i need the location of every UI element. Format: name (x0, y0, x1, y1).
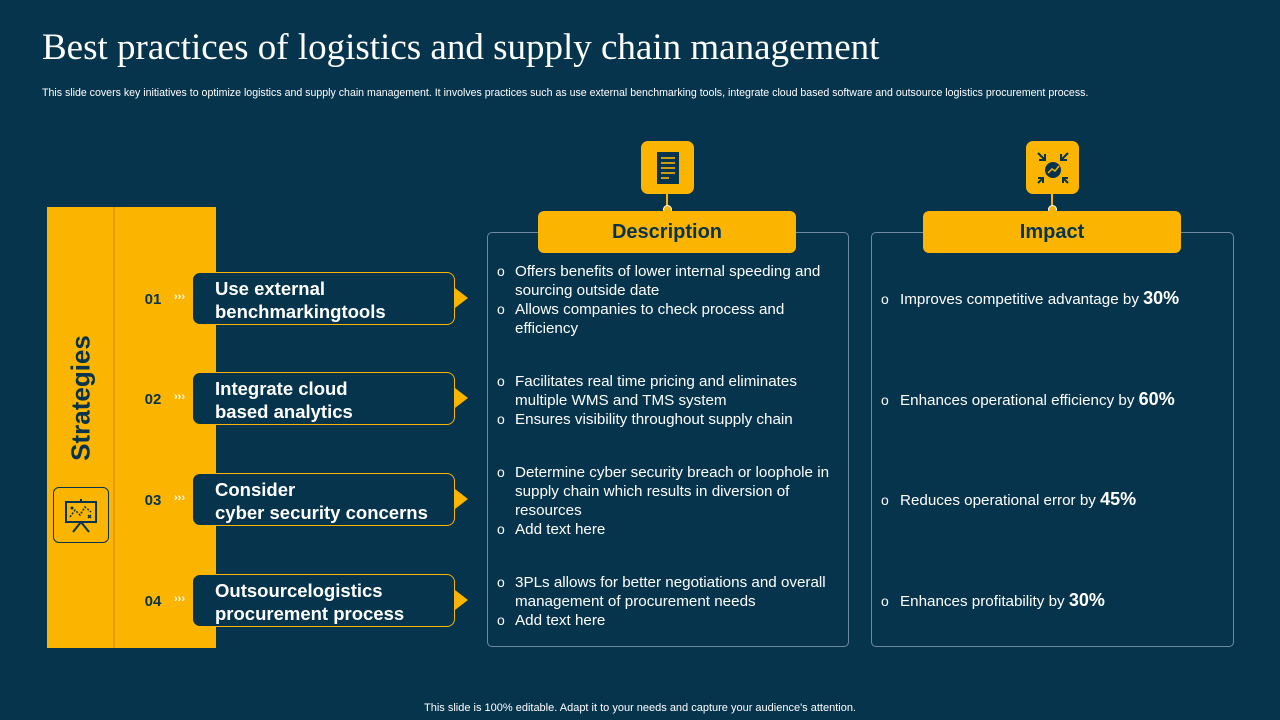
impact-percent: 30% (1143, 288, 1180, 308)
strategy-number: 01 (137, 283, 169, 315)
impact-text: Improves competitive advantage by (900, 291, 1139, 308)
bullet-icon: o (881, 392, 889, 408)
strategy-box: Consider cyber security concerns (192, 473, 455, 526)
impact-header: Impact (923, 211, 1181, 253)
connector-line (1051, 194, 1053, 211)
impact-percent: 45% (1100, 489, 1137, 509)
description-group: Facilitates real time pricing and elimin… (497, 372, 842, 429)
impact-item: o Improves competitive advantage by 30% (881, 289, 1231, 309)
description-bullet: Offers benefits of lower internal speedi… (497, 262, 842, 300)
bullet-icon: o (881, 291, 889, 307)
description-bullet: Determine cyber security breach or looph… (497, 463, 842, 520)
impact-item: o Enhances profitability by 30% (881, 591, 1231, 611)
strategy-number: 02 (137, 383, 169, 415)
impact-percent: 30% (1068, 590, 1105, 610)
strategy-number: 03 (137, 484, 169, 516)
strategies-band (47, 207, 216, 648)
impact-item: o Enhances operational efficiency by 60% (881, 390, 1231, 410)
impact-text: Enhances operational efficiency by (900, 392, 1135, 409)
strategies-label: Strategies (65, 335, 96, 461)
description-group: Determine cyber security breach or looph… (497, 463, 842, 539)
impact-percent: 60% (1138, 389, 1175, 409)
bullet-icon: o (881, 492, 889, 508)
presentation-board-icon (53, 487, 109, 543)
chevrons-icon: ››› (174, 593, 185, 605)
description-group: Offers benefits of lower internal speedi… (497, 262, 842, 338)
description-bullet: Add text here (497, 520, 842, 539)
converging-arrows-chart-icon (1026, 141, 1079, 194)
description-bullet: Facilitates real time pricing and elimin… (497, 372, 842, 410)
chevrons-icon: ››› (174, 291, 185, 303)
impact-text: Enhances profitability by (900, 593, 1065, 610)
strategy-box: Outsourcelogistics procurement process (192, 574, 455, 627)
strategy-label: Consider cyber security concerns (215, 479, 428, 523)
arrow-right-icon (455, 388, 468, 408)
slide-subtitle: This slide covers key initiatives to opt… (42, 87, 1089, 99)
document-icon (641, 141, 694, 194)
connector-line (666, 194, 668, 211)
description-bullet: Allows companies to check process and ef… (497, 300, 842, 338)
arrow-right-icon (455, 590, 468, 610)
chevrons-icon: ››› (174, 492, 185, 504)
arrow-right-icon (455, 288, 468, 308)
description-bullet: Ensures visibility throughout supply cha… (497, 410, 842, 429)
strategy-box: Use external benchmarkingtools (192, 272, 455, 325)
impact-item: o Reduces operational error by 45% (881, 490, 1231, 510)
slide-title: Best practices of logistics and supply c… (42, 27, 880, 68)
strategy-label: Integrate cloud based analytics (215, 378, 353, 422)
description-group: 3PLs allows for better negotiations and … (497, 573, 842, 630)
strategy-label: Outsourcelogistics procurement process (215, 580, 405, 624)
slide-footer: This slide is 100% editable. Adapt it to… (424, 702, 856, 714)
band-divider (113, 207, 115, 648)
description-bullet: 3PLs allows for better negotiations and … (497, 573, 842, 611)
chevrons-icon: ››› (174, 391, 185, 403)
description-bullet: Add text here (497, 611, 842, 630)
arrow-right-icon (455, 489, 468, 509)
strategy-label: Use external benchmarkingtools (215, 278, 386, 322)
bullet-icon: o (881, 593, 889, 609)
strategy-box: Integrate cloud based analytics (192, 372, 455, 425)
impact-text: Reduces operational error by (900, 492, 1096, 509)
strategy-number: 04 (137, 585, 169, 617)
description-header: Description (538, 211, 796, 253)
